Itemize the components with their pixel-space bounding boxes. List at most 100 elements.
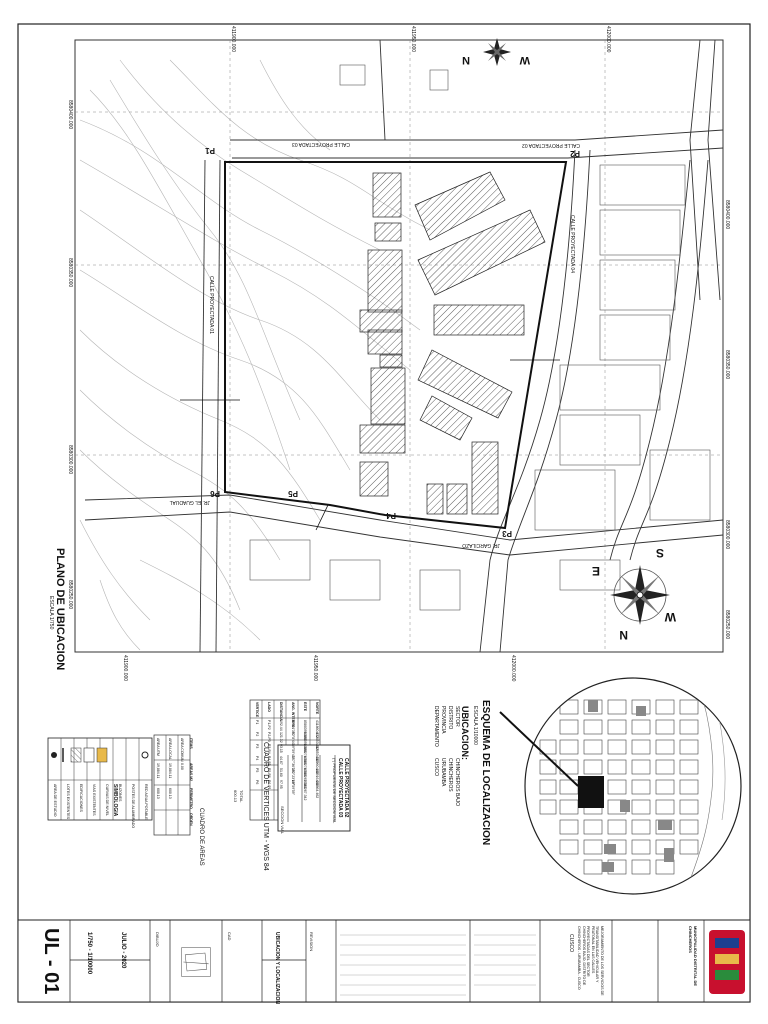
north-label-top-w: W <box>519 54 530 66</box>
plan-scale: ESCALA 1/750 <box>48 596 54 630</box>
areas-table-cell: 600.13 <box>168 788 172 799</box>
areas-table-title: CUADRO DE AREAS <box>198 808 204 866</box>
loc-field-1-k: DISTRITO <box>447 706 453 730</box>
loc-field-1-v: CHINCHEROS <box>447 758 453 792</box>
street-label-6: JR. GARCILAZO <box>462 542 500 548</box>
vertex-table-cell: P2-P3 <box>267 732 271 742</box>
areas-table-cell: 600.13 <box>156 788 160 799</box>
vertex-table-cell: 51.60 <box>279 768 283 777</box>
institution-logo <box>709 930 745 994</box>
institution-name: MUNICIPALIDAD DISTRITAL DE CHINCHEROS <box>688 926 698 986</box>
drawn-label: DIBUJO <box>155 932 160 947</box>
date-label: JULIO - 2020 <box>120 932 126 969</box>
vertex-table-cell: 93.15 <box>279 744 283 753</box>
coord-top-3: 412000.000 <box>605 26 611 53</box>
project-title: MEJORAMIENTO DE LOS SERVICIOS DE TRANSIT… <box>577 926 605 996</box>
coord-bottom-2: 411950.000 <box>312 655 318 682</box>
section-title-2: CALLE PROYECTADA 03 <box>337 758 343 818</box>
legend-item-label: AREA DE ESTUDIO <box>53 784 57 817</box>
section-caption: SECCION VIAL <box>280 806 285 835</box>
vertex-p4: P4 <box>386 511 396 520</box>
vertex-table-cell: P6 <box>255 780 259 785</box>
coord-top-1: 411900.000 <box>230 26 236 53</box>
coord-bottom-3: 412000.000 <box>510 655 516 682</box>
areas-table-cell: AREA UTM <box>156 738 160 756</box>
loc-field-3-v: CUSCO <box>433 758 439 777</box>
vertex-table-cell: P1 <box>255 720 259 725</box>
areas-header-cell: PERIMETRO <box>189 788 193 809</box>
scale-label: 1/750 - 1/10000 <box>86 932 92 975</box>
revision-label: REVISION <box>309 932 314 952</box>
street-label-2: CALLE PROYECTADA 02 <box>522 142 580 148</box>
vertex-table-cell: 97.95 <box>279 780 283 789</box>
ubicacion-title: UBICACION: <box>460 706 470 760</box>
vertex-table-cell: P3-P4 <box>267 744 271 754</box>
north-label-w: W <box>664 610 676 624</box>
localization-title: ESQUEMA DE LOCALIZACION <box>480 700 491 846</box>
vertex-table-cell: 89°59'59" <box>291 780 295 795</box>
north-arrow-top <box>483 38 511 66</box>
vertex-table-cell: P4 <box>255 756 259 761</box>
legend-table-grid <box>47 737 153 821</box>
street-label-4: CALLE PROYECTADA 04 <box>569 215 575 273</box>
loc-field-0-k: SECTOR <box>454 706 460 727</box>
vertex-table-cell: P1-P2 <box>267 720 271 730</box>
areas-header-cell: AREAS M2 <box>189 763 193 782</box>
vertex-table-cell: P4-P5 <box>267 756 271 766</box>
vertex-table-cell: P5-P6 <box>267 768 271 778</box>
loc-field-3-k: DEPARTAMENTO <box>433 706 439 747</box>
areas-header-cell: ORDEN <box>189 813 193 826</box>
areas-table-cell: AREA COMUN <box>180 738 184 762</box>
areas-header-cell: ITEMS <box>189 738 193 749</box>
vertex-header-cell: LADO <box>267 702 271 712</box>
coord-bottom-1: 411900.000 <box>122 655 128 682</box>
areas-table-cell: 19,884.11 <box>156 763 160 779</box>
section-note: (*) PROPUESTA DE SECCION VIAL <box>332 758 337 824</box>
location-label: CUSCO <box>568 934 574 953</box>
sheet-code: UL - 01 <box>40 928 62 995</box>
legend-item-label: BUZONES <box>118 784 122 802</box>
vertex-header-cell: DISTANCIA <box>279 702 283 721</box>
legend-item-label: VIAS EXISTENTES <box>92 784 96 816</box>
site-plan-map <box>74 38 724 653</box>
street-label-5: JR. EL GUADUAL <box>169 499 210 505</box>
north-label-e: E <box>591 564 600 578</box>
coord-left-2: 8580350.000 <box>67 258 73 288</box>
sheet-name: UBICACION Y LOCALIZACION <box>274 932 280 1005</box>
vertex-table-cell: P2 <box>255 732 259 737</box>
vertex-p5: P5 <box>288 489 298 498</box>
legend-item-label: EDIFICACIONES <box>79 784 83 812</box>
title-block <box>17 919 751 1003</box>
coord-left-1: 8580400.000 <box>67 100 73 130</box>
vertex-table-cell: 121.32 <box>279 732 283 743</box>
street-label-3: CALLE PROYECTADA 03 <box>292 141 350 147</box>
coord-right-4: 8580250.000 <box>724 610 730 640</box>
north-label-top-n: N <box>462 54 470 66</box>
coord-top-2: 411950.000 <box>410 26 416 53</box>
vertex-table-cell: 8580267.342 <box>303 780 307 801</box>
vertex-table-cell: P3 <box>255 744 259 749</box>
vertex-table-cell: 411864.462 <box>315 780 319 799</box>
coord-right-3: 8580300.000 <box>724 520 730 550</box>
areas-table-grid <box>153 734 191 836</box>
stamp-sketch <box>181 947 211 977</box>
vertex-total-value: 600.13 <box>233 790 238 803</box>
section-title-1: CALLE PROYECTADA 02 <box>343 758 349 818</box>
coord-right-2: 8580350.000 <box>724 350 730 380</box>
loc-field-2-k: PROVINCIA <box>440 706 446 734</box>
coord-right-1: 8580400.000 <box>724 200 730 230</box>
vertex-p6: P6 <box>210 489 220 498</box>
north-label-s: S <box>655 546 664 560</box>
plan-title: PLANO DE UBICACION <box>54 548 66 671</box>
designer-label: CAD <box>227 932 232 941</box>
areas-table-cell: 19,884.11 <box>168 763 172 779</box>
areas-table-cell: AREA LOCAL <box>168 738 172 760</box>
legend-item-label: RED AGUA POTABLE <box>144 784 148 820</box>
vertex-header-cell: ESTE <box>303 702 307 712</box>
vertex-table-cell: 192.44 <box>279 720 283 731</box>
vertex-header-cell: VERTICE <box>255 702 259 718</box>
areas-table-cell: 0.00 <box>180 763 184 770</box>
legend-item-label: CURVAS DE NIVEL <box>105 784 109 817</box>
legend-item-label: LOTES EXISTENTES <box>66 784 70 820</box>
